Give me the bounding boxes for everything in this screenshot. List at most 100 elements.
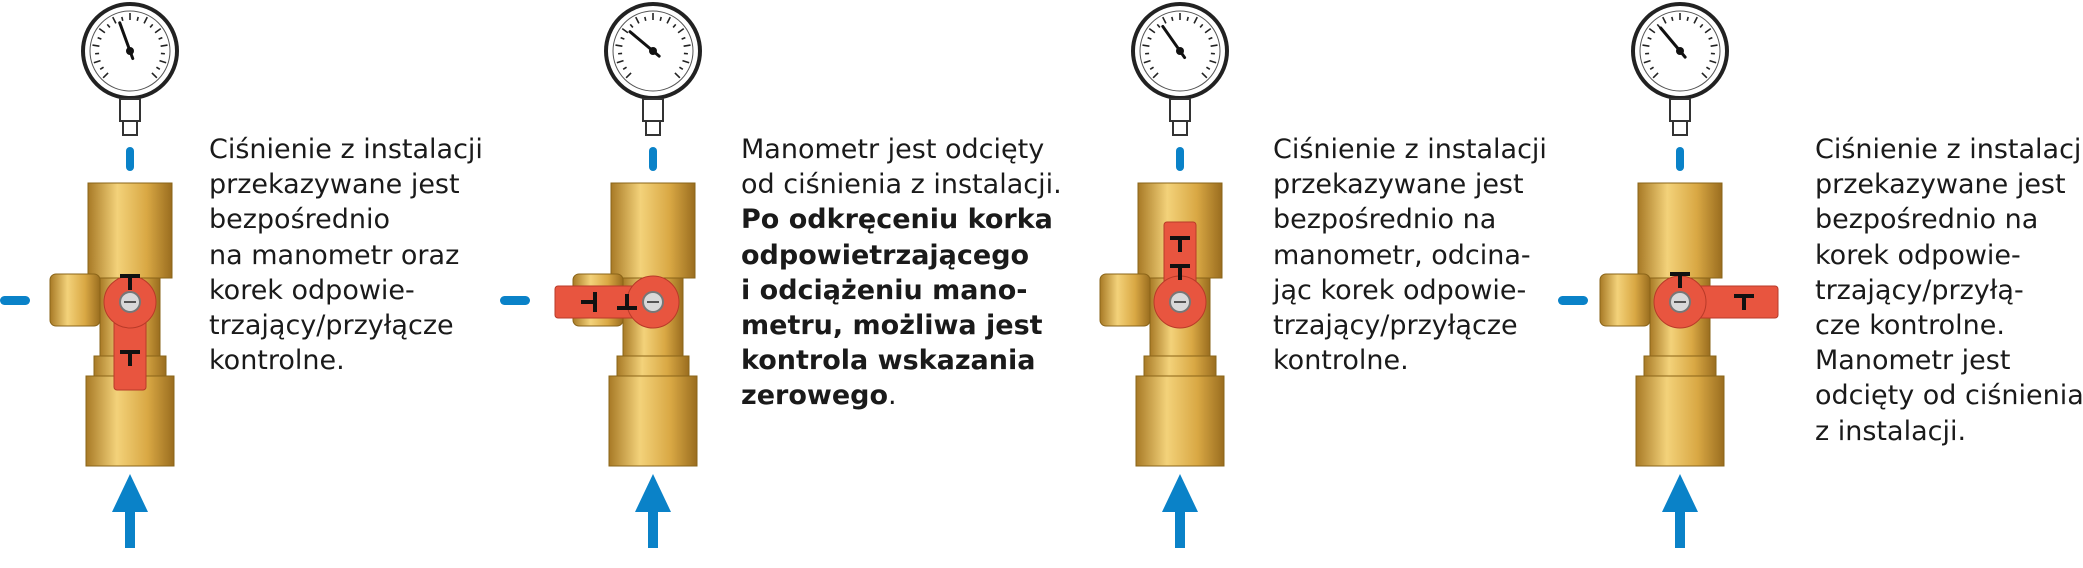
caption-3-line: Ciśnienie z instalacji [1273,134,1547,165]
gauge-tick [1199,23,1204,28]
valve-illustration-3 [1099,2,1229,548]
gauge-inner-ring [89,10,171,92]
gauge-tick [615,44,623,47]
flow-arrow-shaft [125,508,135,548]
gauge-tick [92,44,100,47]
gauge-tick [1710,44,1718,47]
caption-4: Ciśnienie z instalacji przekazywane jest… [1815,132,2083,449]
gauge-tick [98,28,106,34]
gauge-tick [616,59,624,64]
gauge-tick [1193,16,1198,24]
gauge-tick [106,23,111,28]
gauge-tick [1149,66,1154,70]
caption-3: Ciśnienie z instalacji przekazywane jest… [1273,132,1547,378]
valve-top-nut [87,182,173,279]
valve-bottom-nut [1135,375,1225,467]
gauge-tick [1647,36,1652,40]
gauge-tick [644,16,647,22]
gauge-tick [1686,16,1689,22]
gauge-tick [151,72,158,79]
gauge-stem [642,98,664,122]
caption-3-line: manometr, odcina- [1273,239,1531,271]
valve-illustration-1 [0,2,179,548]
gauge-tick [621,28,629,34]
caption-1-line: przekazywane jest [209,169,460,201]
flow-arrow-up-icon [1162,474,1198,512]
caption-1-line: na manometr oraz [209,239,460,271]
gauge-stem [1169,98,1191,122]
caption-3-line: trzający/przyłącze [1273,310,1518,342]
valve-side-port [1599,273,1651,327]
gauge-tick [1142,44,1150,47]
flow-arrow-up-icon [1662,474,1698,512]
gauge-tick [674,72,681,79]
flow-dash-top [126,147,134,171]
flow-dash-top [649,147,657,171]
caption-2-bold-line: metru, możliwa jest [741,310,1043,342]
gauge-tick [1709,59,1717,64]
flow-dash-top [1676,147,1684,171]
gauge-pivot [126,47,134,55]
caption-2-bold-line: i odciążeniu mano- [741,274,1028,306]
gauge-tick [97,36,102,40]
gauge-tick [1704,28,1712,34]
gauge-tick [102,72,109,79]
gauge-tick [154,28,162,34]
valve-top-nut [610,182,696,279]
gauge-tick [681,36,686,40]
flow-dash-side [0,296,30,305]
gauge-tick [149,23,154,28]
gauge-tick [93,59,101,64]
gauge-tick [158,36,163,40]
flow-arrow-shaft [648,508,658,548]
gauge-tick [1649,66,1654,70]
valve-bottom-nut [608,375,698,467]
t-stem [1178,264,1182,280]
gauge-tick [1648,28,1656,34]
t-marking [120,350,140,366]
gauge-tick [1156,23,1161,28]
caption-2-bold-word: zerowego [741,380,889,412]
valve-ring [616,355,690,377]
caption-1-line: bezpośrednio [209,204,391,236]
caption-1: Ciśnienie z instalacji przekazywane jest… [209,132,483,378]
valve-side-port [49,273,101,327]
gauge-tick [1706,66,1711,70]
flow-arrow-shaft [1175,508,1185,548]
gauge-tick [1699,23,1704,28]
gauge-tick [1143,59,1151,64]
flow-dash-top [1176,147,1184,171]
gauge-pivot [649,47,657,55]
t-stem [1678,272,1682,288]
gauge-tick [99,66,104,70]
gauge-tick [1662,16,1667,24]
caption-2: Manometr jest odcięty od ciśnienia z ins… [741,132,1062,414]
gauge-tick [620,36,625,40]
caption-3-line: kontrolne. [1273,345,1409,377]
flow-arrow-up-icon [112,474,148,512]
gauge-tick [1208,36,1213,40]
gauge-pivot [1176,47,1184,55]
gauge-pivot [1676,47,1684,55]
valve-illustration-4 [1558,2,1779,548]
t-marking [581,292,597,312]
gauge-tick [160,44,168,47]
t-marking [1170,236,1190,252]
gauge-tick [1643,59,1651,64]
gauge-connector [1672,120,1688,136]
gauge-tick [1152,72,1159,79]
valve-bottom-nut [1635,375,1725,467]
caption-2-bold-line: kontrola wskazania [741,345,1036,377]
gauge-tick [1209,59,1217,64]
gauge-inner-ring [612,10,694,92]
valve-ring [1143,355,1217,377]
t-stem [128,350,132,366]
gauge-tick [683,44,691,47]
caption-4-line: Ciśnienie z instalacji [1815,134,2083,165]
gauge-tick [1162,16,1167,24]
gauge-tick [112,16,117,24]
gauge-tick [672,23,677,28]
valve-ring [1643,355,1717,377]
caption-3-line: przekazywane jest [1273,169,1524,201]
